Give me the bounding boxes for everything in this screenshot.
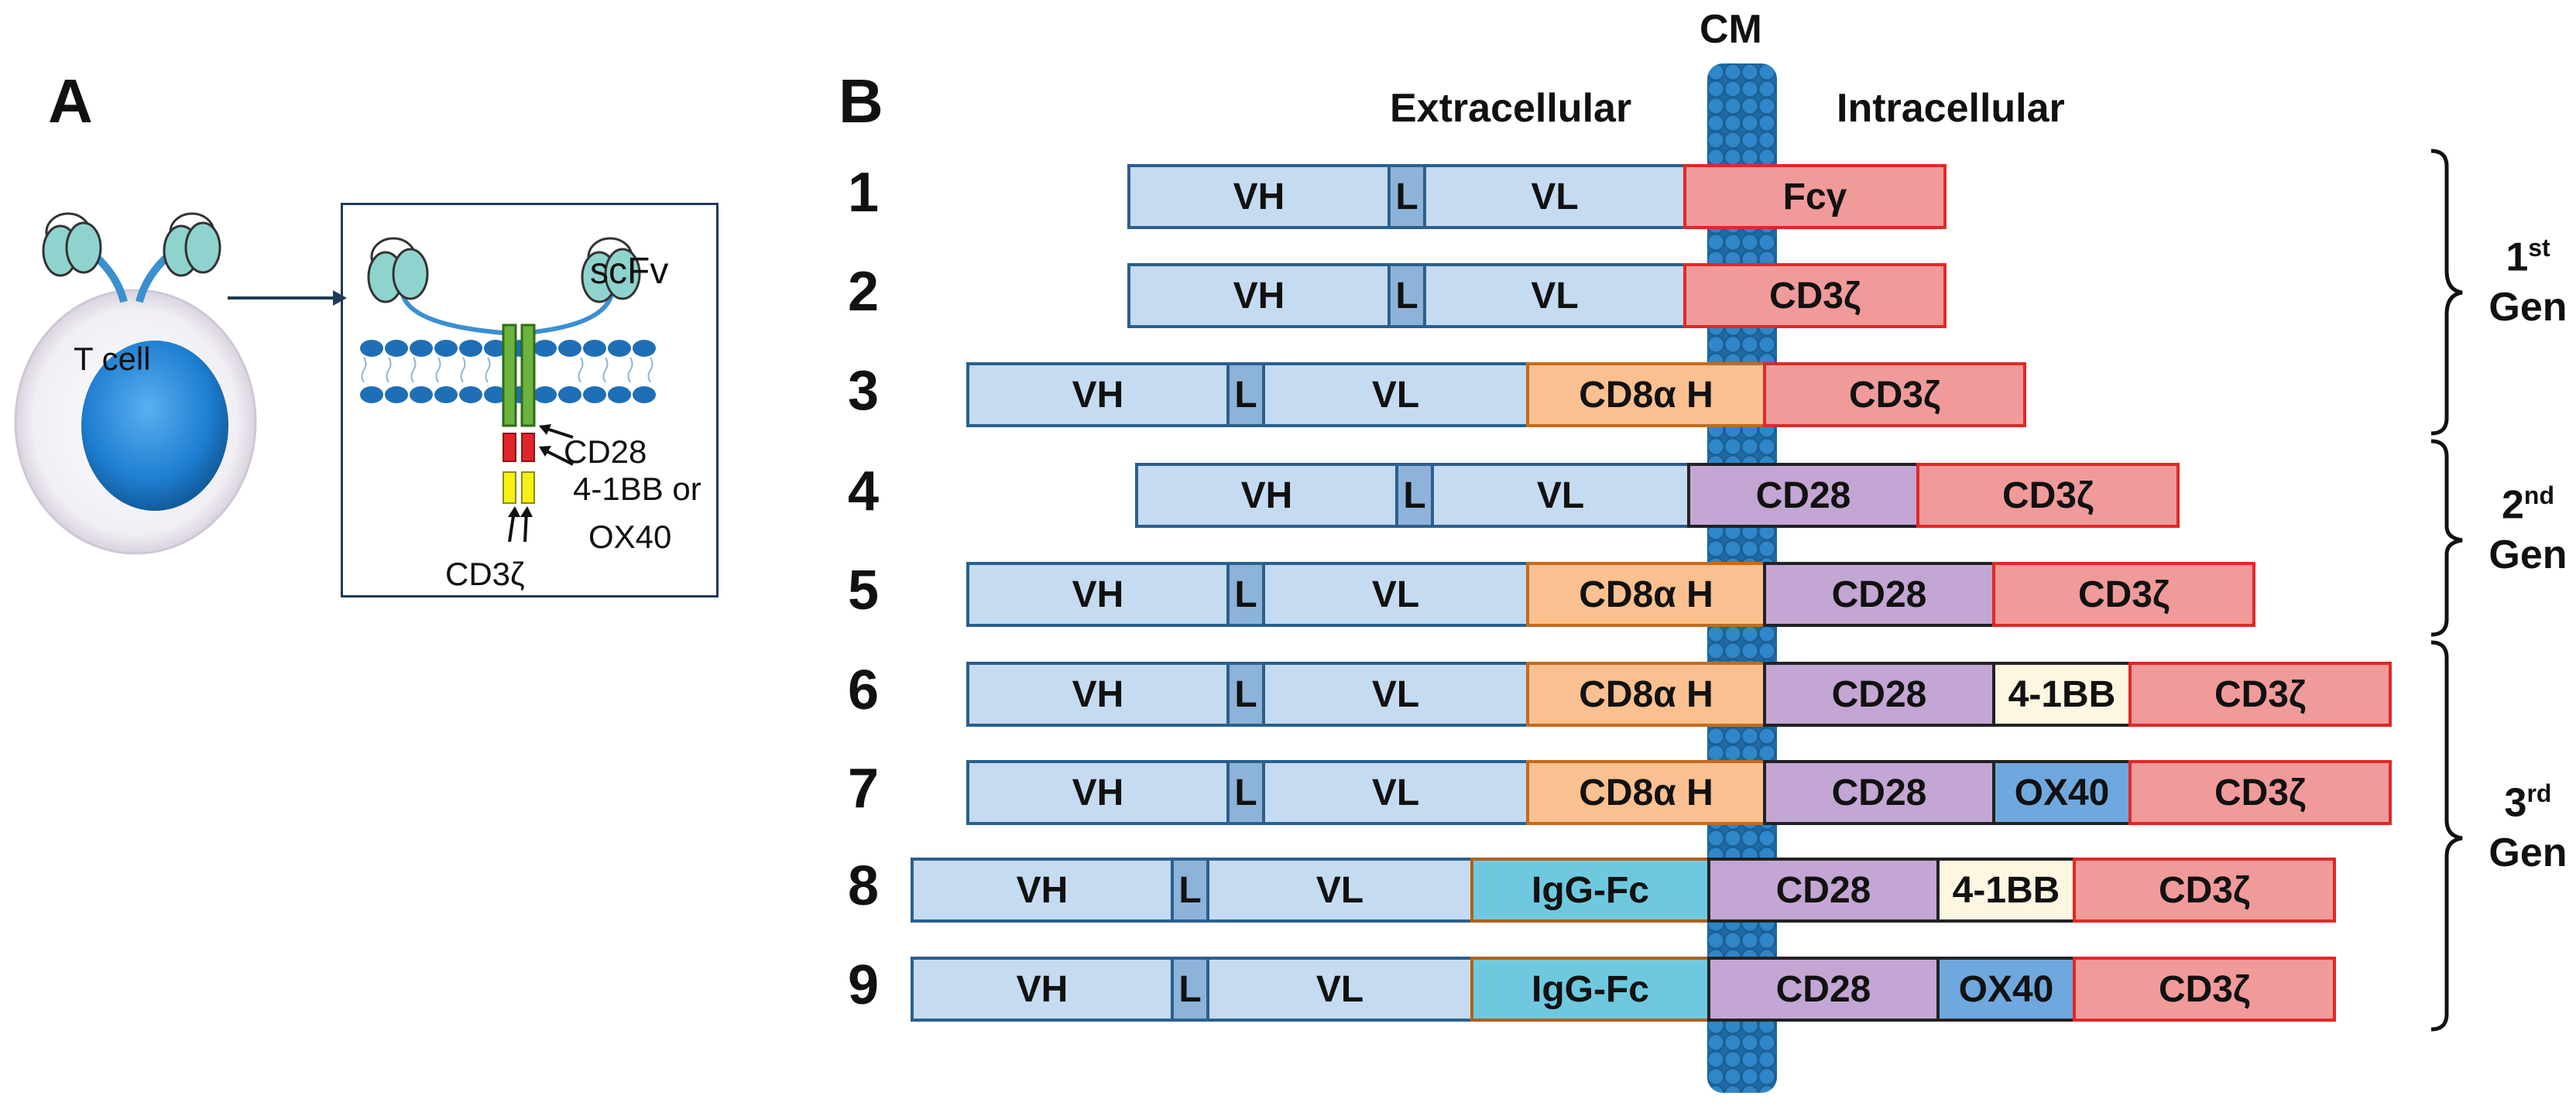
domain-cd28: CD28 <box>1763 562 1995 627</box>
domain-vl: VL <box>1262 362 1529 427</box>
domain-lnk: L <box>1387 164 1426 229</box>
row-number: 6 <box>847 659 880 721</box>
domain-cd28: CD28 <box>1763 662 1995 727</box>
domain-vh: VH <box>911 957 1174 1022</box>
cm-label: CM <box>1700 7 1762 52</box>
panel-b-letter: B <box>839 67 883 135</box>
t-cell-nucleus <box>81 341 228 511</box>
domain-hinge: CD8α H <box>1526 362 1766 427</box>
zoom-box <box>341 203 719 598</box>
domain-cd3z: CD3ζ <box>1683 263 1947 328</box>
row-number: 4 <box>847 461 880 522</box>
generation-brackets <box>2430 149 2463 1032</box>
domain-vl: VL <box>1262 662 1529 727</box>
extracellular-label: Extracellular <box>1390 86 1632 131</box>
domain-bb41: 4-1BB <box>1936 858 2076 923</box>
intracellular-label: Intracellular <box>1837 86 2065 131</box>
41bb-or-label: 4-1BB or <box>573 471 701 507</box>
scfv-left <box>367 237 429 303</box>
domain-cd3z: CD3ζ <box>1763 362 2026 427</box>
domain-vl: VL <box>1206 957 1473 1022</box>
domain-lnk: L <box>1226 362 1265 427</box>
domain-cd28: CD28 <box>1707 858 1940 923</box>
domain-hinge: CD8α H <box>1526 760 1766 825</box>
row-number: 2 <box>847 261 880 323</box>
domain-cd3z: CD3ζ <box>2073 957 2336 1022</box>
domain-igg: IgG-Fc <box>1470 957 1710 1022</box>
domain-cd3z: CD3ζ <box>1916 463 2180 528</box>
receptor-right <box>163 212 221 277</box>
membrane-receptor-illustration <box>360 237 656 543</box>
domain-vh: VH <box>966 562 1230 627</box>
domain-cd3z: CD3ζ <box>2073 858 2336 923</box>
receptor-left <box>42 212 102 277</box>
row-number: 5 <box>847 560 880 621</box>
t-cell-illustration <box>14 212 257 555</box>
domain-lnk: L <box>1226 760 1265 825</box>
transmembrane-domain <box>502 324 517 427</box>
cd3z-domain <box>503 471 516 504</box>
domain-lnk: L <box>1395 463 1434 528</box>
domain-vl: VL <box>1262 562 1529 627</box>
domain-lnk: L <box>1387 263 1426 328</box>
cd3z-label: CD3ζ <box>445 556 525 592</box>
arrow-to-zoom-icon <box>228 290 347 306</box>
domain-vl: VL <box>1206 858 1473 923</box>
row-number: 9 <box>847 954 880 1016</box>
domain-vl: VL <box>1423 164 1686 229</box>
row-number: 3 <box>847 360 880 422</box>
domain-cd3z: CD3ζ <box>1992 562 2255 627</box>
panel-a-letter: A <box>48 67 93 135</box>
domain-vh: VH <box>1135 463 1398 528</box>
domain-vh: VH <box>1127 263 1391 328</box>
domain-cd3z: CD3ζ <box>2128 760 2392 825</box>
domain-ox40: OX40 <box>1992 760 2132 825</box>
domain-lnk: L <box>1171 858 1209 923</box>
cd28-label: CD28 <box>564 433 647 470</box>
domain-hinge: CD8α H <box>1526 662 1766 727</box>
domain-vh: VH <box>966 760 1230 825</box>
domain-lnk: L <box>1226 562 1265 627</box>
domain-cd28: CD28 <box>1707 957 1940 1022</box>
domain-vl: VL <box>1423 263 1686 328</box>
scfv-label: scFv <box>590 251 669 292</box>
domain-bb41: 4-1BB <box>1992 662 2132 727</box>
scfv-right <box>581 237 641 303</box>
domain-vh: VH <box>966 362 1230 427</box>
domain-vl: VL <box>1262 760 1529 825</box>
domain-cd3z: CD3ζ <box>2128 662 2392 727</box>
costim-domain <box>503 433 516 462</box>
ox40-label: OX40 <box>588 519 672 555</box>
t-cell-label: T cell <box>74 341 151 377</box>
domain-hinge: CD8α H <box>1526 562 1766 627</box>
domain-vh: VH <box>966 662 1230 727</box>
row-number: 1 <box>847 162 880 224</box>
domain-fcg: Fcγ <box>1683 164 1947 229</box>
row-number: 7 <box>847 758 880 820</box>
domain-vh: VH <box>1127 164 1391 229</box>
domain-cd28: CD28 <box>1763 760 1995 825</box>
domain-vh: VH <box>911 858 1174 923</box>
domain-vl: VL <box>1431 463 1690 528</box>
domain-igg: IgG-Fc <box>1470 858 1710 923</box>
domain-lnk: L <box>1171 957 1209 1022</box>
domain-ox40: OX40 <box>1936 957 2076 1022</box>
domain-lnk: L <box>1226 662 1265 727</box>
domain-cd28: CD28 <box>1687 463 1919 528</box>
row-number: 8 <box>847 855 880 917</box>
